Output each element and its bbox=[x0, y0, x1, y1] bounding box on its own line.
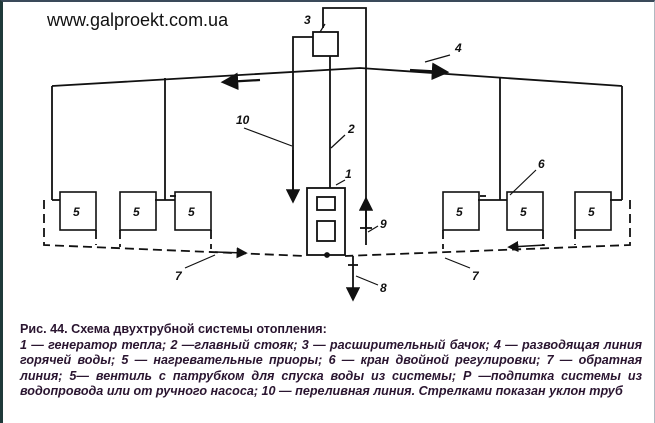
label-8: 8 bbox=[380, 281, 387, 295]
label-4: 4 bbox=[454, 41, 462, 55]
label-7-left: 7 bbox=[175, 269, 183, 283]
label-7-right: 7 bbox=[472, 269, 480, 283]
label-5: 5 bbox=[520, 205, 527, 219]
label-5: 5 bbox=[456, 205, 463, 219]
caption-title: Рис. 44. Схема двухтрубной системы отопл… bbox=[20, 322, 327, 336]
label-5: 5 bbox=[73, 205, 80, 219]
radiators bbox=[59, 191, 612, 231]
expansion-tank bbox=[312, 31, 339, 57]
figure-caption: Рис. 44. Схема двухтрубной системы отопл… bbox=[20, 322, 642, 400]
label-6: 6 bbox=[538, 157, 545, 171]
heating-system-diagram: 10 2 3 4 1 6 7 7 9 8 5 5 5 5 5 5 bbox=[43, 7, 631, 302]
label-2: 2 bbox=[347, 122, 355, 136]
label-10: 10 bbox=[236, 113, 250, 127]
label-5: 5 bbox=[588, 205, 595, 219]
label-3: 3 bbox=[304, 13, 311, 27]
caption-body: 1 — генератор тепла; 2 —главный стояк; 3… bbox=[20, 337, 642, 399]
label-5: 5 bbox=[188, 205, 195, 219]
supply-line bbox=[51, 67, 623, 87]
label-9: 9 bbox=[380, 217, 387, 231]
return-line bbox=[43, 200, 631, 257]
label-5: 5 bbox=[133, 205, 140, 219]
label-1: 1 bbox=[345, 167, 352, 181]
watermark-url: www.galproekt.com.ua bbox=[47, 10, 229, 30]
